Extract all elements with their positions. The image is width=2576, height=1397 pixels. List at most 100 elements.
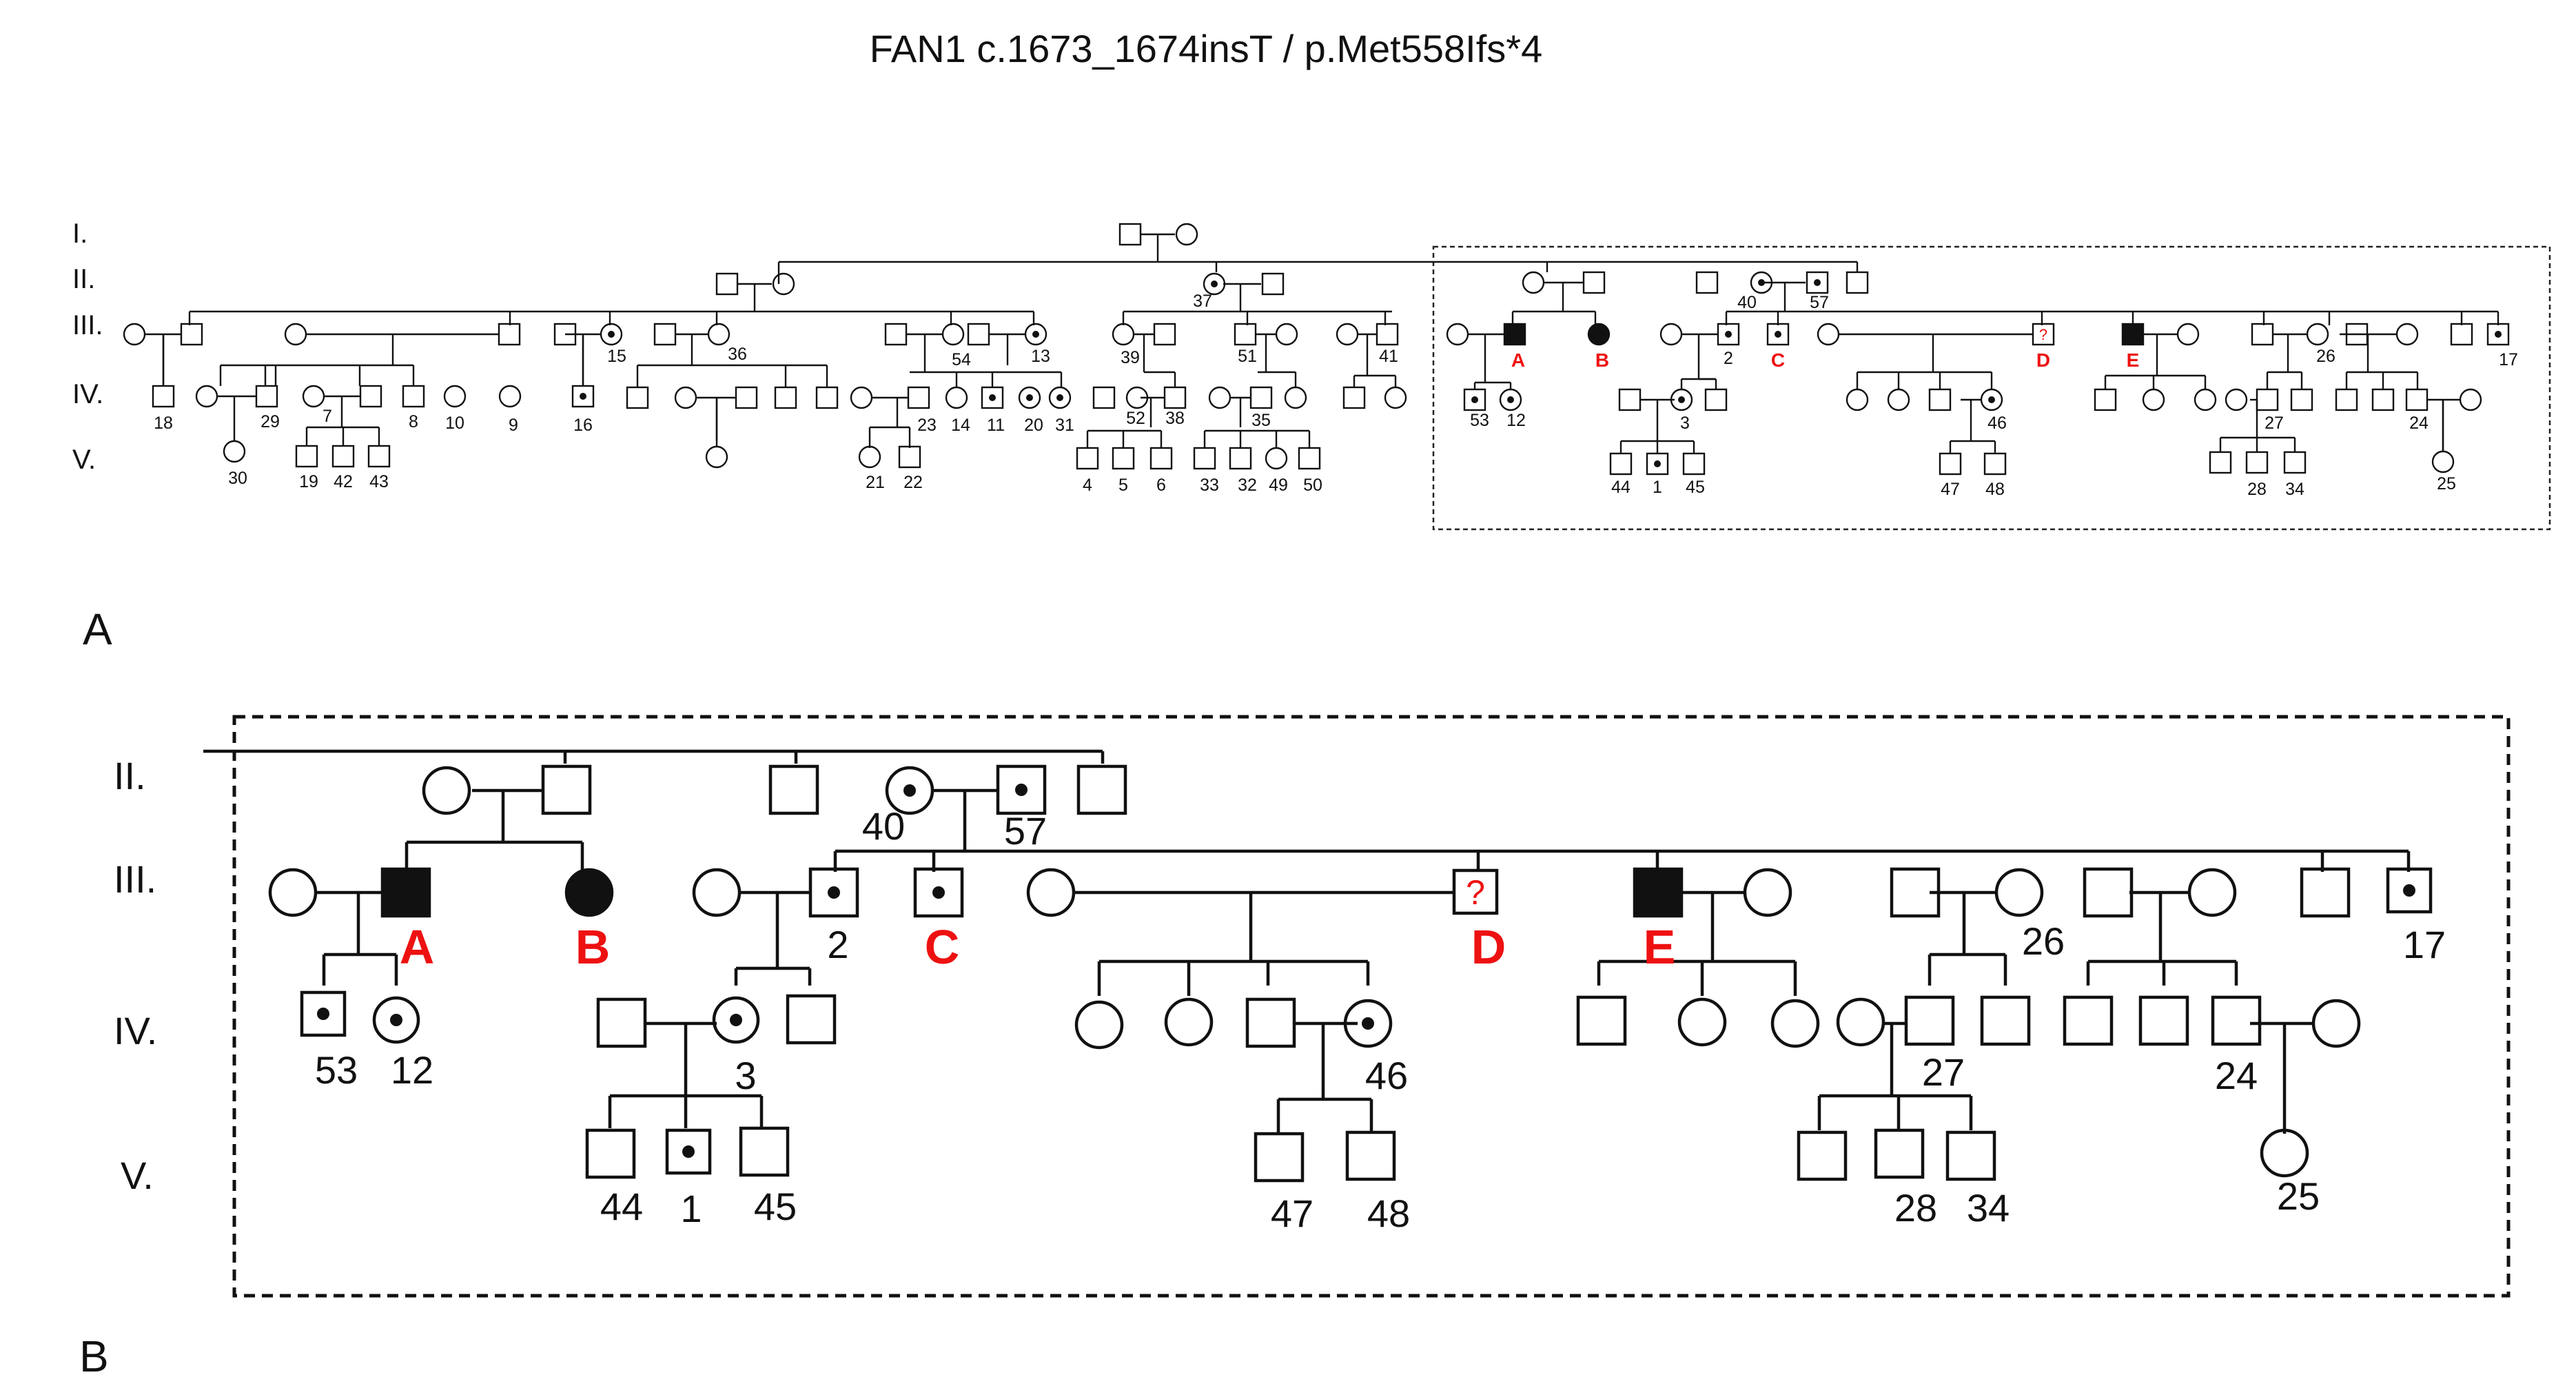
id-a-40: 40 <box>1737 293 1757 312</box>
id-b-45: 45 <box>754 1185 797 1228</box>
b-iii-wife-2 <box>692 868 742 917</box>
id-b-28: 28 <box>1894 1186 1937 1230</box>
id-b-46: 46 <box>1365 1054 1408 1097</box>
b-iii-wife-d <box>1026 868 1076 917</box>
b-ii-wife-1 <box>422 766 471 815</box>
id-b-27: 27 <box>1922 1050 1965 1094</box>
id-a-9: 9 <box>509 416 518 435</box>
pedigree-a-carrier-dots <box>580 279 2502 467</box>
id-a-27: 27 <box>2265 414 2284 433</box>
affected-label-a-small: A <box>1511 349 1525 371</box>
b-iii-male-26 <box>1890 867 1941 918</box>
id-a-33: 33 <box>1200 476 1219 495</box>
id-a-30: 30 <box>228 469 247 488</box>
affected-label-b: B <box>575 920 611 974</box>
pedigree-b-lines <box>203 749 2411 1134</box>
b-v-48 <box>1345 1130 1396 1181</box>
id-b-17: 17 <box>2403 923 2446 966</box>
id-a-22: 22 <box>903 473 923 492</box>
b-ii-male-2 <box>768 764 819 815</box>
id-a-26: 26 <box>2316 347 2335 366</box>
b-iv-12 <box>372 996 420 1044</box>
b-iii-male-4 <box>2083 867 2134 918</box>
id-b-25: 25 <box>2277 1174 2320 1218</box>
b-iv-female-2 <box>1164 997 1214 1047</box>
b-v-34 <box>1945 1130 1996 1181</box>
id-a-1: 1 <box>1653 478 1662 497</box>
id-b-40: 40 <box>862 804 905 848</box>
pedigree-a-affected-labels: A B C D E ? <box>1511 326 2139 371</box>
pedigree-a-lines <box>145 233 2500 453</box>
b-v-45 <box>739 1126 790 1177</box>
pedigree-b-carrier-dots <box>317 784 2415 1158</box>
id-a-51: 51 <box>1238 347 1257 366</box>
id-a-34: 34 <box>2285 480 2304 499</box>
affected-label-c: C <box>925 920 960 974</box>
b-v-28 <box>1874 1128 1925 1179</box>
b-iv-wife-24 <box>2311 999 2361 1048</box>
gen-label-b-iv: IV. <box>114 1009 157 1052</box>
id-a-39: 39 <box>1121 348 1140 367</box>
b-iii-2 <box>808 867 859 918</box>
b-iii-female-4 <box>2187 868 2237 917</box>
id-a-50: 50 <box>1303 476 1322 495</box>
id-a-31: 31 <box>1055 416 1074 435</box>
b-iv-male-1 <box>596 997 647 1048</box>
id-a-45: 45 <box>1686 478 1705 497</box>
id-a-41: 41 <box>1379 347 1398 366</box>
gen-label-iv: IV. <box>72 379 103 409</box>
b-v-47 <box>1254 1132 1305 1183</box>
id-a-24: 24 <box>2409 414 2429 433</box>
id-a-12: 12 <box>1506 411 1526 430</box>
question-mark-small: ? <box>2039 326 2047 343</box>
affected-label-e-small: E <box>2127 349 2140 371</box>
id-a-43: 43 <box>369 472 389 491</box>
id-a-37: 37 <box>1193 292 1212 311</box>
id-a-18: 18 <box>154 414 173 433</box>
b-iii-c <box>913 867 964 918</box>
affected-label-a: A <box>400 920 435 974</box>
affected-label-d: D <box>1471 920 1506 974</box>
b-iii-wife-a <box>268 868 318 917</box>
id-a-16: 16 <box>573 416 593 435</box>
id-a-28: 28 <box>2247 480 2267 499</box>
b-iv-male-7 <box>2138 995 2189 1046</box>
id-a-42: 42 <box>334 472 353 491</box>
id-b-47: 47 <box>1271 1192 1313 1235</box>
b-ii-male-3 <box>1076 764 1127 815</box>
id-b-57: 57 <box>1004 809 1047 853</box>
b-iii-26 <box>1994 868 2044 917</box>
id-a-23: 23 <box>917 416 937 435</box>
id-a-21: 21 <box>866 473 885 492</box>
id-a-49: 49 <box>1269 476 1288 495</box>
panel-label-a: A <box>83 604 112 654</box>
b-v-25 <box>2260 1128 2309 1178</box>
id-a-13: 13 <box>1031 347 1050 366</box>
id-b-3: 3 <box>735 1054 756 1097</box>
b-v-1 <box>665 1128 712 1175</box>
id-b-44: 44 <box>600 1185 643 1228</box>
b-iii-a <box>380 867 431 918</box>
b-iv-53 <box>300 990 347 1037</box>
b-v-male-1 <box>1797 1130 1848 1181</box>
gen-label-ii: II. <box>72 264 95 294</box>
id-a-46: 46 <box>1987 414 2007 433</box>
b-ii-40 <box>885 766 934 815</box>
b-iii-d <box>1452 868 1499 915</box>
b-iv-46 <box>1343 999 1393 1048</box>
id-a-3: 3 <box>1680 414 1690 433</box>
gen-label-b-ii: II. <box>114 754 146 797</box>
pedigree-b-ids: 40 57 2 53 12 3 44 1 45 46 47 48 26 17 2… <box>315 804 2446 1235</box>
id-b-48: 48 <box>1367 1192 1410 1235</box>
id-a-57: 57 <box>1810 293 1829 312</box>
id-a-20: 20 <box>1024 416 1043 435</box>
id-b-53: 53 <box>315 1048 358 1092</box>
id-a-17: 17 <box>2499 350 2518 369</box>
pedigree-a-ids: 18 29 30 7 19 42 43 8 10 9 15 16 36 54 1… <box>154 292 2518 499</box>
b-iii-wife-e <box>1743 868 1792 917</box>
gen-label-i: I. <box>72 218 88 249</box>
id-a-11: 11 <box>987 416 1005 435</box>
b-iv-female-4 <box>1770 999 1820 1048</box>
b-iv-male-6 <box>2063 995 2114 1046</box>
